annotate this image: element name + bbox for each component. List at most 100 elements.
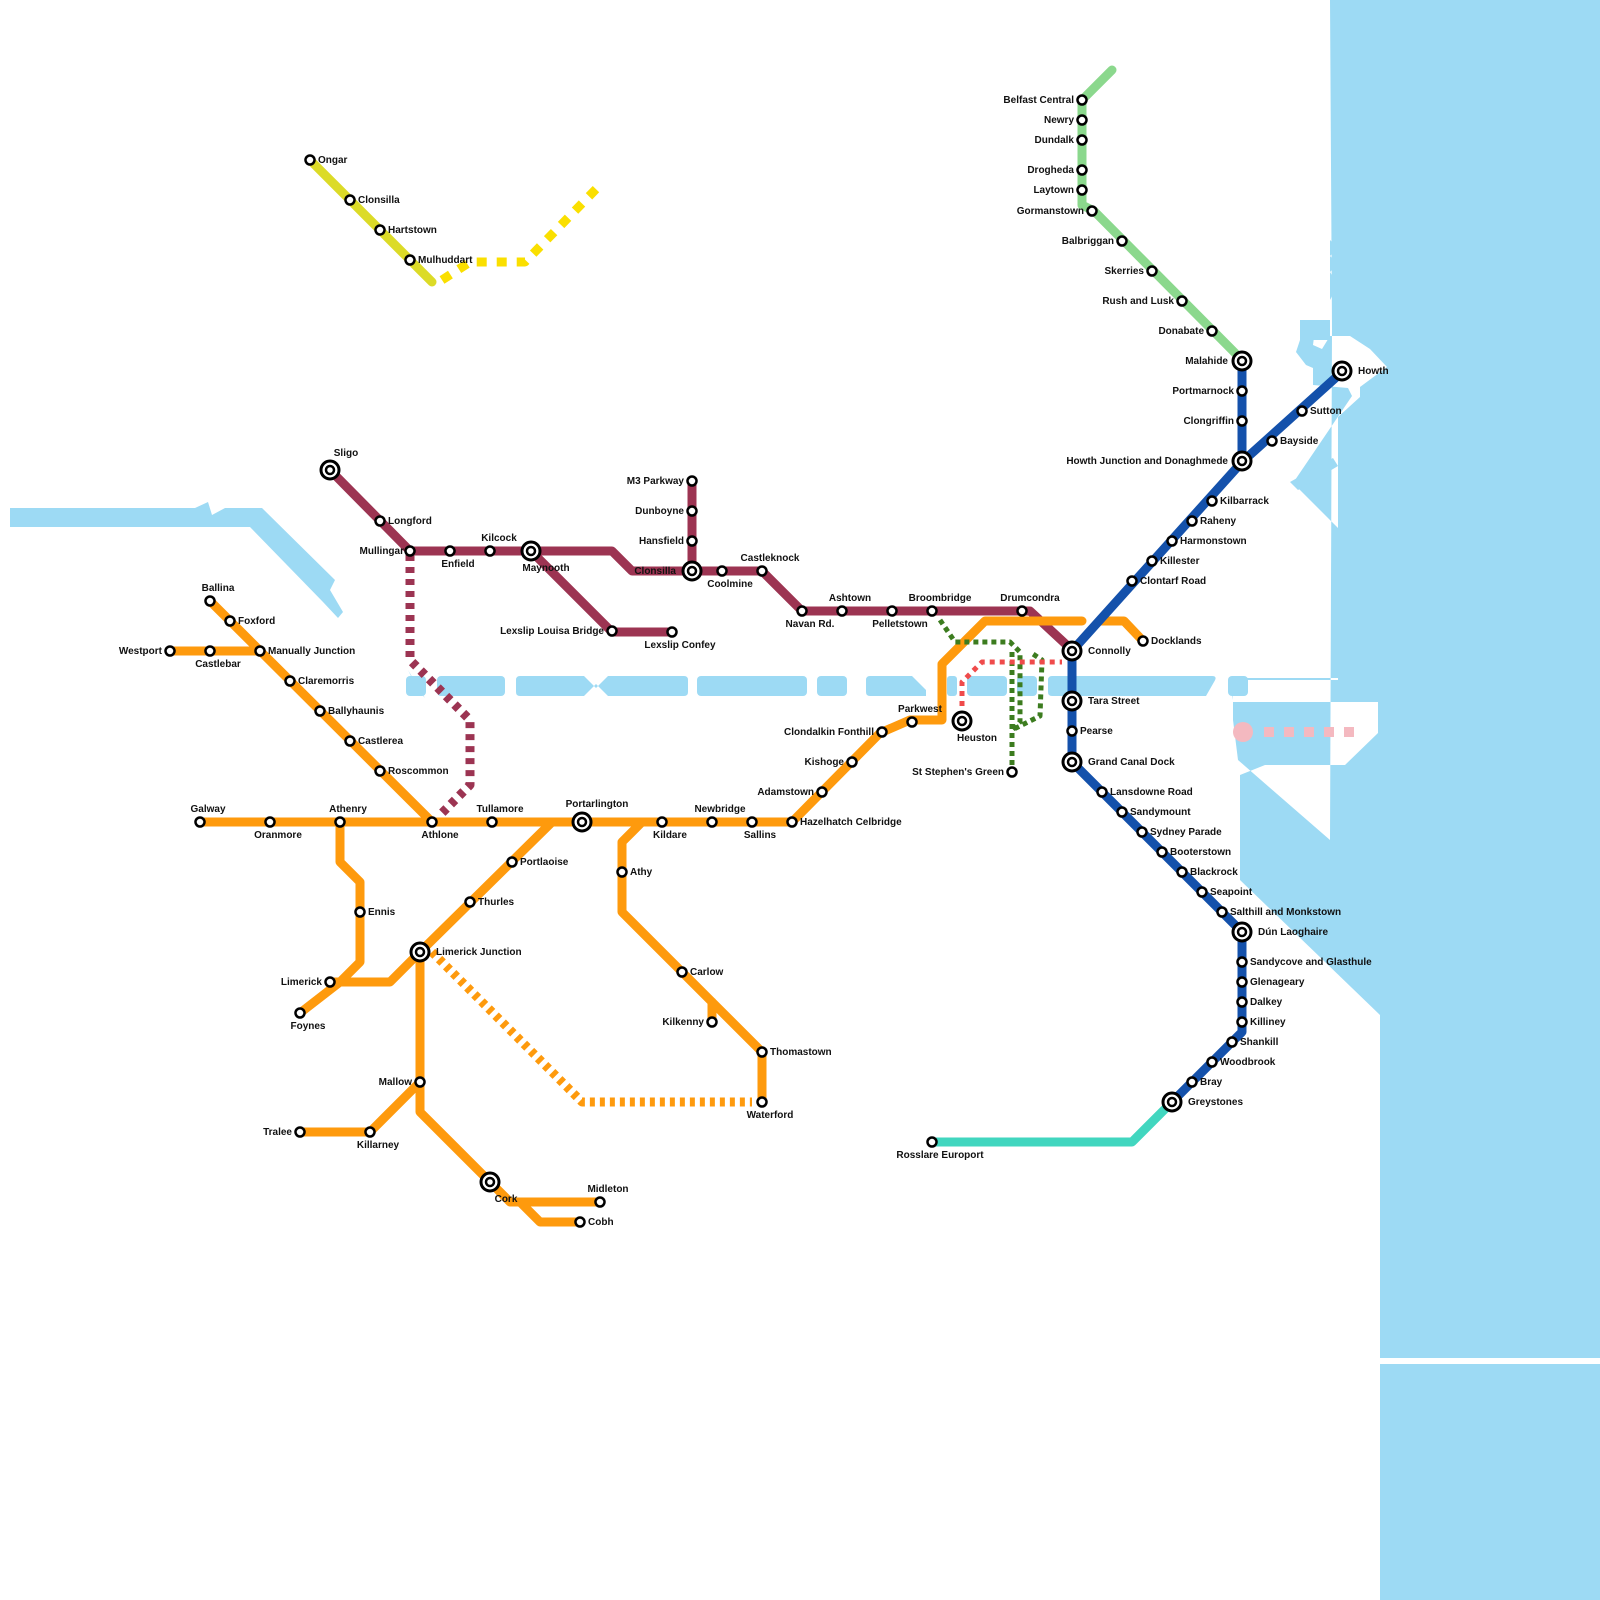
station-marker[interactable] bbox=[1146, 555, 1158, 567]
station-kilkenny[interactable]: Kilkenny bbox=[662, 1016, 718, 1028]
station-enfield[interactable]: Enfield bbox=[441, 545, 475, 571]
station-grand-canal-dock[interactable]: Grand Canal Dock bbox=[1061, 751, 1175, 773]
station-marker[interactable] bbox=[486, 816, 498, 828]
station-marker[interactable] bbox=[1096, 786, 1108, 798]
station-marker[interactable] bbox=[484, 545, 496, 557]
station-marker[interactable] bbox=[1176, 295, 1188, 307]
station-marker[interactable] bbox=[404, 545, 416, 557]
station-clontarf-road[interactable]: Clontarf Road bbox=[1126, 575, 1207, 587]
station-marker[interactable] bbox=[1266, 435, 1278, 447]
station-marker[interactable] bbox=[414, 1076, 426, 1088]
station-howth[interactable]: Howth bbox=[1331, 360, 1389, 382]
station-marker[interactable] bbox=[886, 605, 898, 617]
station-marker[interactable] bbox=[606, 625, 618, 637]
station-marker[interactable] bbox=[1166, 535, 1178, 547]
station-marker[interactable] bbox=[1186, 515, 1198, 527]
station-thomastown[interactable]: Thomastown bbox=[756, 1046, 832, 1058]
station-marker[interactable] bbox=[224, 615, 236, 627]
station-marker[interactable] bbox=[756, 565, 768, 577]
station-woodbrook[interactable]: Woodbrook bbox=[1206, 1056, 1276, 1068]
station-marker[interactable] bbox=[204, 595, 216, 607]
station-seapoint[interactable]: Seapoint bbox=[1196, 886, 1253, 898]
station-dalkey[interactable]: Dalkey bbox=[1236, 996, 1283, 1008]
station-marker[interactable] bbox=[254, 645, 266, 657]
station-sydney-parade[interactable]: Sydney Parade bbox=[1136, 826, 1223, 838]
station-marker[interactable] bbox=[1236, 996, 1248, 1008]
station-marker[interactable] bbox=[314, 705, 326, 717]
station-marker[interactable] bbox=[1236, 956, 1248, 968]
station-athlone[interactable]: Athlone bbox=[421, 816, 459, 842]
station-marker[interactable] bbox=[656, 816, 668, 828]
station-tara-street[interactable]: Tara Street bbox=[1061, 690, 1140, 712]
station-sutton[interactable]: Sutton bbox=[1296, 405, 1342, 417]
station-d-n-laoghaire[interactable]: Dún Laoghaire bbox=[1231, 921, 1328, 943]
station-athenry[interactable]: Athenry bbox=[329, 804, 367, 828]
station-mulhuddart[interactable]: Mulhuddart bbox=[404, 254, 474, 266]
station-tullamore[interactable]: Tullamore bbox=[476, 804, 524, 828]
station-athy[interactable]: Athy bbox=[616, 866, 653, 878]
station-westport[interactable]: Westport bbox=[119, 645, 176, 657]
station-longford[interactable]: Longford bbox=[374, 515, 432, 527]
station-marker[interactable] bbox=[1006, 766, 1018, 778]
station-cork[interactable]: Cork bbox=[479, 1171, 518, 1205]
station-marker[interactable] bbox=[344, 194, 356, 206]
station-cobh[interactable]: Cobh bbox=[574, 1216, 614, 1228]
station-marker[interactable] bbox=[1296, 405, 1308, 417]
station-ashtown[interactable]: Ashtown bbox=[829, 593, 871, 617]
station-galway[interactable]: Galway bbox=[190, 804, 226, 828]
station-lexslip-confey[interactable]: Lexslip Confey bbox=[644, 626, 716, 652]
station-parkwest[interactable]: Parkwest bbox=[898, 704, 943, 728]
station-rush-and-lusk[interactable]: Rush and Lusk bbox=[1102, 295, 1188, 307]
station-marker[interactable] bbox=[374, 515, 386, 527]
station-salthill-and-monkstown[interactable]: Salthill and Monkstown bbox=[1216, 906, 1342, 918]
station-marker[interactable] bbox=[364, 1126, 376, 1138]
station-laytown[interactable]: Laytown bbox=[1033, 184, 1088, 196]
station-marker[interactable] bbox=[1076, 114, 1088, 126]
station-marker[interactable] bbox=[746, 816, 758, 828]
station-drogheda[interactable]: Drogheda bbox=[1027, 164, 1088, 176]
station-marker[interactable] bbox=[686, 475, 698, 487]
station-marker[interactable] bbox=[284, 675, 296, 687]
station-marker[interactable] bbox=[1236, 976, 1248, 988]
station-clonsilla[interactable]: Clonsilla bbox=[634, 560, 703, 582]
station-maynooth[interactable]: Maynooth bbox=[520, 540, 570, 574]
station-navan-rd[interactable]: Navan Rd. bbox=[786, 605, 835, 631]
station-foxford[interactable]: Foxford bbox=[224, 615, 276, 627]
station-raheny[interactable]: Raheny bbox=[1186, 515, 1237, 527]
station-marker[interactable] bbox=[926, 1136, 938, 1148]
station-docklands[interactable]: Docklands bbox=[1137, 635, 1203, 647]
station-marker[interactable] bbox=[1136, 826, 1148, 838]
station-marker[interactable] bbox=[1196, 886, 1208, 898]
station-marker[interactable] bbox=[1216, 906, 1228, 918]
station-glenageary[interactable]: Glenageary bbox=[1236, 976, 1305, 988]
station-ballyhaunis[interactable]: Ballyhaunis bbox=[314, 705, 385, 717]
station-killiney[interactable]: Killiney bbox=[1236, 1016, 1287, 1028]
station-marker[interactable] bbox=[616, 866, 628, 878]
station-marker[interactable] bbox=[706, 1016, 718, 1028]
station-bayside[interactable]: Bayside bbox=[1266, 435, 1319, 447]
station-killester[interactable]: Killester bbox=[1146, 555, 1200, 567]
station-lansdowne-road[interactable]: Lansdowne Road bbox=[1096, 786, 1193, 798]
station-ballina[interactable]: Ballina bbox=[202, 583, 235, 607]
station-marker[interactable] bbox=[1076, 164, 1088, 176]
station-harmonstown[interactable]: Harmonstown bbox=[1166, 535, 1247, 547]
station-marker[interactable] bbox=[354, 906, 366, 918]
station-waterford[interactable]: Waterford bbox=[747, 1096, 794, 1122]
station-booterstown[interactable]: Booterstown bbox=[1156, 846, 1232, 858]
station-belfast-central[interactable]: Belfast Central bbox=[1003, 94, 1088, 106]
station-limerick[interactable]: Limerick bbox=[281, 976, 336, 988]
station-blackrock[interactable]: Blackrock bbox=[1176, 866, 1239, 878]
station-marker[interactable] bbox=[1156, 846, 1168, 858]
station-castleknock[interactable]: Castleknock bbox=[741, 553, 800, 577]
station-hazelhatch-celbridge[interactable]: Hazelhatch Celbridge bbox=[786, 816, 903, 828]
station-marker[interactable] bbox=[686, 505, 698, 517]
station-portlaoise[interactable]: Portlaoise bbox=[506, 856, 569, 868]
station-marker[interactable] bbox=[594, 1196, 606, 1208]
station-marker[interactable] bbox=[324, 976, 336, 988]
station-marker[interactable] bbox=[756, 1046, 768, 1058]
station-castlerea[interactable]: Castlerea bbox=[344, 735, 404, 747]
station-marker[interactable] bbox=[676, 966, 688, 978]
station-balbriggan[interactable]: Balbriggan bbox=[1062, 235, 1128, 247]
station-marker[interactable] bbox=[1116, 235, 1128, 247]
station-rosslare-europort[interactable]: Rosslare Europort bbox=[896, 1136, 984, 1162]
